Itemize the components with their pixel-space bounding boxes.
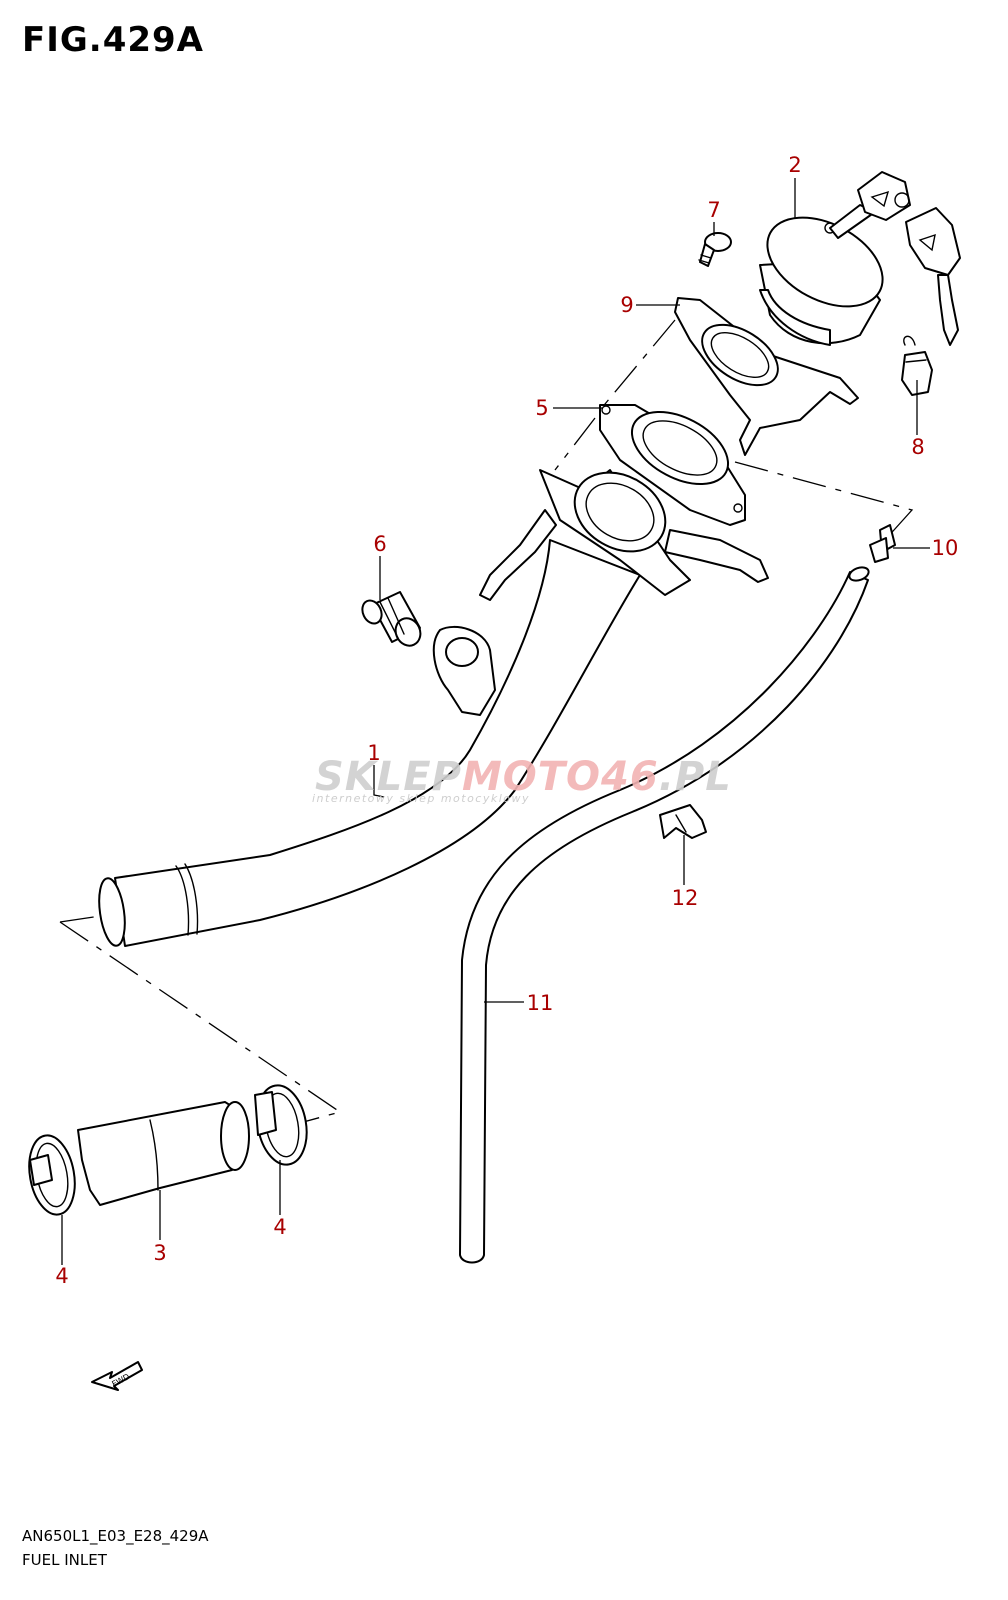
- callout-9: 9: [620, 293, 633, 317]
- breather-hose: [459, 566, 870, 1264]
- callout-2: 2: [788, 153, 801, 177]
- drain-filter: [361, 591, 422, 647]
- key-tag: [901, 335, 933, 396]
- forward-arrow: FWD: [91, 1361, 143, 1391]
- watermark-tagline: internetowy sklep motocyklowy: [312, 792, 530, 805]
- callout-numbers: 1 2 3 4 4 5 6 7 8 9 10 11 12: [55, 153, 958, 1288]
- watermark-part3: .PL: [659, 754, 732, 800]
- figure-title: FIG.429A: [22, 20, 204, 60]
- callout-11: 11: [527, 991, 554, 1015]
- svg-text:SKLEPMOTO46.PL: SKLEPMOTO46.PL: [315, 754, 732, 800]
- filler-neck-pipe: [98, 469, 769, 947]
- hose-clamps: [28, 1084, 308, 1216]
- callout-3: 3: [153, 1241, 166, 1265]
- callout-7: 7: [707, 198, 720, 222]
- forward-arrow-label: FWD: [110, 1372, 131, 1389]
- callout-5: 5: [535, 396, 548, 420]
- filler-flange: [599, 404, 746, 526]
- callout-1: 1: [367, 741, 380, 765]
- watermark-part2: MOTO46: [462, 754, 659, 800]
- callout-10: 10: [932, 536, 959, 560]
- connector-hose: [77, 1101, 250, 1206]
- figure-name: FUEL INLET: [22, 1551, 107, 1569]
- watermark-part1: SKLEP: [315, 754, 462, 800]
- hose-fitting: [869, 524, 896, 563]
- watermark: SKLEPMOTO46.PL internetowy sklep motocyk…: [312, 754, 732, 805]
- callout-6: 6: [373, 532, 386, 556]
- leader-lines: [61, 178, 930, 1265]
- callout-12: 12: [672, 886, 699, 910]
- model-code: AN650L1_E03_E28_429A: [22, 1527, 209, 1545]
- cap-screw: [698, 232, 732, 267]
- hose-clip: [659, 804, 707, 839]
- cap-plate: [674, 297, 859, 456]
- fuel-cap-assembly: [759, 171, 961, 346]
- callout-4-right: 4: [273, 1215, 286, 1239]
- assembly-guide-lines: [59, 319, 914, 1125]
- callout-4-left: 4: [55, 1264, 68, 1288]
- callout-8: 8: [911, 435, 924, 459]
